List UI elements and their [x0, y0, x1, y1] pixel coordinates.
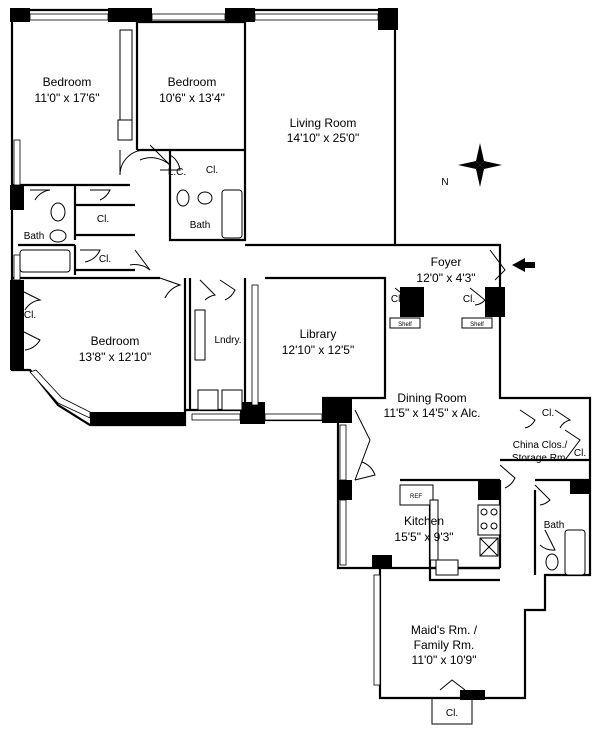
living-room-size: 14'10" x 25'0"	[287, 131, 360, 145]
foyer-name: Foyer	[431, 255, 462, 269]
shelf-label: Shelf	[398, 322, 412, 328]
closet-label: Cl.	[206, 165, 218, 176]
walls	[10, 8, 592, 700]
windows	[13, 13, 381, 686]
bedroom-1-size: 11'0" x 17'6"	[35, 91, 100, 105]
closet-label: Cl.	[99, 254, 111, 265]
china-closet-size: Storage Rm.	[512, 453, 568, 464]
maid-room-line1: Maid's Rm. /	[411, 623, 478, 637]
bathtub	[564, 529, 586, 576]
closet-label: Cl.	[542, 408, 554, 419]
bathtub	[19, 249, 71, 273]
library-name: Library	[300, 327, 337, 341]
closet-label: Cl.	[463, 294, 475, 305]
bedroom-1-name: Bedroom	[43, 75, 92, 89]
toilet	[545, 553, 559, 571]
shelf-label: Shelf	[470, 322, 484, 328]
toilet	[49, 229, 67, 243]
fixtures	[19, 29, 586, 576]
bedroom-3-name: Bedroom	[91, 334, 140, 348]
doors	[19, 144, 581, 691]
laundry-label: Lndry.	[214, 335, 241, 346]
bath-label: Bath	[24, 231, 45, 242]
toilet	[176, 189, 190, 207]
bedroom-2-name: Bedroom	[168, 75, 217, 89]
living-room-name: Living Room	[290, 116, 357, 130]
dining-room-name: Dining Room	[397, 391, 466, 405]
closet-label: Cl.	[391, 294, 403, 305]
sink	[197, 191, 213, 205]
sink	[50, 202, 66, 222]
library-size: 12'10" x 12'5"	[282, 343, 355, 357]
foyer-size: 12'0" x 4'3"	[416, 271, 475, 285]
closet-label: Cl.	[24, 310, 36, 321]
compass-n-label: N	[441, 177, 448, 188]
bath-label: Bath	[544, 520, 565, 531]
maid-room-size: 11'0" x 10'9"	[412, 653, 477, 667]
closet-label: Cl.	[97, 214, 109, 225]
kitchen-size: 15'5" x 9'3"	[394, 530, 453, 544]
bath-label: Bath	[190, 220, 211, 231]
china-closet-name: China Clos./	[513, 440, 568, 451]
dining-room-size: 11'5" x 14'5" x Alc.	[384, 406, 481, 420]
closet-label: Cl.	[446, 708, 458, 719]
entry-arrow-icon	[525, 262, 535, 268]
bedroom-2-size: 10'6" x 13'4"	[159, 91, 225, 105]
kitchen-name: Kitchen	[404, 514, 444, 528]
bedroom-3-size: 13'8" x 12'10"	[79, 350, 152, 364]
maid-room-line2: Family Rm.	[414, 638, 475, 652]
compass-icon	[458, 143, 502, 187]
linen-closet-label: L.C.	[168, 167, 186, 178]
stove	[477, 504, 501, 536]
closet-label: Cl.	[574, 448, 586, 459]
refrigerator-label: REF	[410, 494, 422, 500]
entry-arrow-icon	[512, 258, 525, 272]
bathtub	[221, 189, 243, 239]
